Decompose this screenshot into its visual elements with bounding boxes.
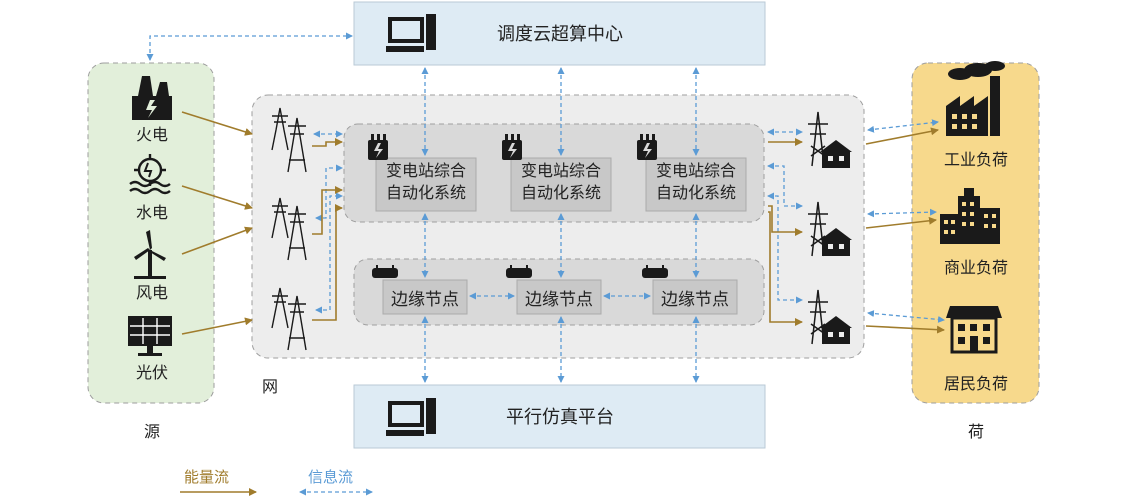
tower-house-icon <box>808 201 852 257</box>
edge-node-box-3 <box>652 279 738 315</box>
transmission-tower-icon <box>271 287 307 351</box>
substation-box-1 <box>375 157 477 212</box>
office-buildings-icon <box>940 188 1000 244</box>
solar-power-label: 光伏 <box>135 363 168 382</box>
transmission-tower-icon <box>271 107 307 173</box>
computer-icon <box>386 14 436 52</box>
source-container <box>87 62 215 404</box>
legend-energy-flow: 能量流 <box>184 468 230 486</box>
legend-info-flow: 信息流 <box>308 468 354 486</box>
substation-label: 变电站综合 自动化系统 <box>385 161 466 202</box>
router-icon <box>372 265 398 278</box>
commercial-load-label: 商业负荷 <box>943 258 1008 277</box>
transformer-icon <box>368 134 388 160</box>
residential-house-icon <box>946 306 1002 354</box>
tower-house-icon <box>808 111 852 168</box>
factory-icon <box>946 61 1005 136</box>
dispatch-cloud-label: 调度云超算中心 <box>497 24 623 45</box>
router-icon <box>506 265 532 278</box>
substation-label: 变电站综合 自动化系统 <box>520 161 601 202</box>
thermal-power-plant-icon <box>132 76 172 120</box>
hydro-power-icon <box>129 154 171 195</box>
substation-box-3 <box>645 157 747 212</box>
edge-node-label: 边缘节点 <box>661 289 729 310</box>
solar-panel-icon <box>128 316 172 356</box>
transmission-tower-icon <box>271 197 307 261</box>
substation-label: 变电站综合 自动化系统 <box>655 161 736 202</box>
source-title: 源 <box>143 422 160 441</box>
edge-node-label: 边缘节点 <box>525 289 593 310</box>
computer-icon <box>386 398 436 436</box>
wind-turbine-icon <box>134 230 166 279</box>
edge-node-label: 边缘节点 <box>391 289 459 310</box>
edge-node-box-2 <box>516 279 602 315</box>
hydro-power-label: 水电 <box>135 203 168 222</box>
info-flow-lines <box>146 32 945 496</box>
parallel-sim-label: 平行仿真平台 <box>506 407 614 428</box>
transformer-icon <box>502 134 522 160</box>
edge-node-box-1 <box>382 279 468 315</box>
tower-house-icon <box>808 289 852 345</box>
transformer-icon <box>637 134 657 160</box>
load-title: 荷 <box>967 422 984 441</box>
grid-title: 网 <box>262 377 279 396</box>
substation-box-2 <box>510 157 612 212</box>
thermal-power-label: 火电 <box>135 125 168 144</box>
wind-power-label: 风电 <box>135 283 168 302</box>
residential-load-label: 居民负荷 <box>943 374 1008 393</box>
industrial-load-label: 工业负荷 <box>943 150 1008 169</box>
router-icon <box>642 265 668 278</box>
energy-flow-lines <box>180 111 945 496</box>
